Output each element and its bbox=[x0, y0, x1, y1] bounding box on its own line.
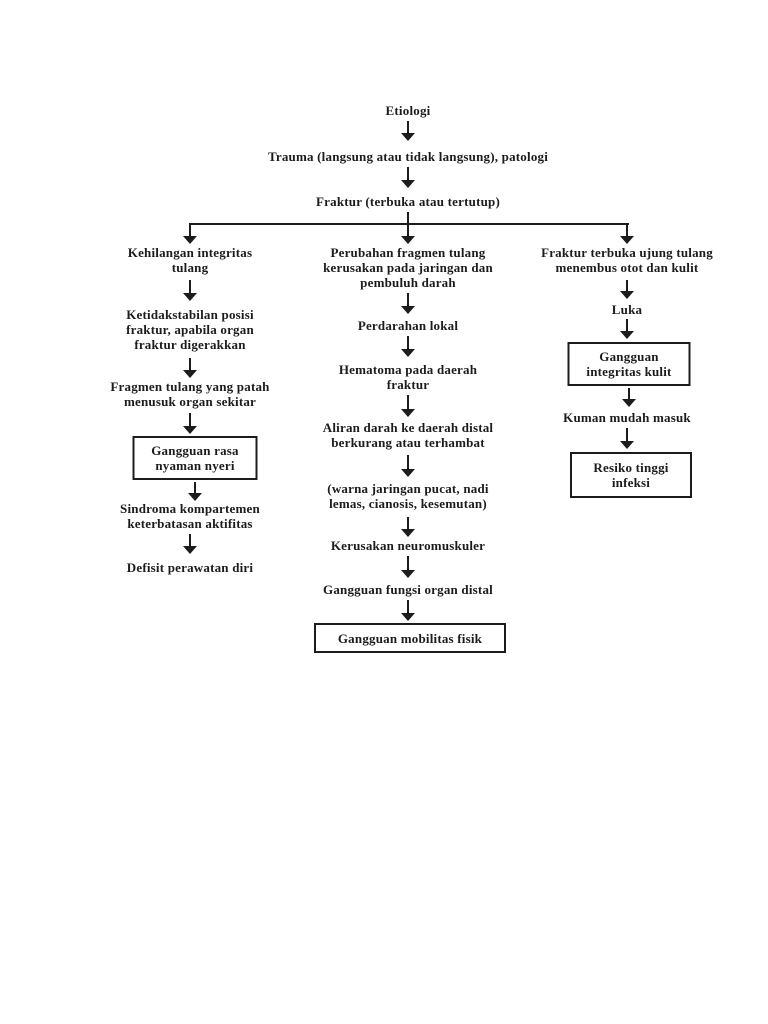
node-kerusakan-neuromuskuler: Kerusakan neuromuskuler bbox=[330, 538, 486, 553]
node-kehilangan-integritas: Kehilangan integritas tulang bbox=[127, 245, 253, 275]
node-perubahan-fragmen: Perubahan fragmen tulang kerusakan pada … bbox=[323, 245, 493, 290]
arrow-down bbox=[401, 556, 415, 578]
node-fraktur: Fraktur (terbuka atau tertutup) bbox=[316, 194, 500, 209]
arrow-down bbox=[401, 336, 415, 357]
arrow-down bbox=[401, 121, 415, 141]
arrow-down bbox=[183, 225, 197, 244]
arrow-down bbox=[620, 428, 634, 449]
arrow-down bbox=[183, 413, 197, 434]
arrow-down bbox=[401, 293, 415, 314]
arrow-down bbox=[620, 225, 634, 244]
node-trauma: Trauma (langsung atau tidak langsung), p… bbox=[267, 149, 549, 164]
node-sindroma-kompartemen: Sindroma kompartemen keterbatasan aktifi… bbox=[120, 501, 260, 531]
arrow-down bbox=[401, 225, 415, 244]
node-fraktur-terbuka: Fraktur terbuka ujung tulang menembus ot… bbox=[541, 245, 713, 275]
node-gangguan-mobilitas: Gangguan mobilitas fisik bbox=[314, 623, 506, 653]
arrow-down bbox=[620, 319, 634, 339]
node-fragmen-tulang: Fragmen tulang yang patah menusuk organ … bbox=[110, 379, 270, 409]
node-aliran-darah: Aliran darah ke daerah distal berkurang … bbox=[322, 420, 494, 450]
arrow-down bbox=[622, 388, 636, 407]
arrow-down bbox=[183, 534, 197, 554]
node-kuman-masuk: Kuman mudah masuk bbox=[563, 410, 691, 425]
node-luka: Luka bbox=[611, 302, 643, 317]
node-resiko-infeksi: Resiko tinggi infeksi bbox=[570, 452, 692, 498]
node-perdarahan-lokal: Perdarahan lokal bbox=[357, 318, 459, 333]
node-gangguan-integritas-kulit: Gangguan integritas kulit bbox=[567, 342, 691, 386]
arrow-down bbox=[183, 358, 197, 378]
arrow-down bbox=[401, 455, 415, 477]
arrow-down bbox=[620, 280, 634, 299]
node-gangguan-rasa-nyaman: Gangguan rasa nyaman nyeri bbox=[132, 436, 258, 480]
arrow-down bbox=[401, 600, 415, 621]
branch-horizontal-line bbox=[189, 223, 629, 225]
node-ketidakstabilan: Ketidakstabilan posisi fraktur, apabila … bbox=[126, 307, 254, 352]
arrow-down bbox=[401, 395, 415, 417]
arrow-down bbox=[183, 280, 197, 301]
node-hematoma: Hematoma pada daerah fraktur bbox=[338, 362, 478, 392]
node-warna-jaringan: (warna jaringan pucat, nadi lemas, ciano… bbox=[327, 481, 489, 511]
arrow-down bbox=[401, 167, 415, 188]
node-defisit-perawatan: Defisit perawatan diri bbox=[126, 560, 254, 575]
arrow-down bbox=[188, 482, 202, 501]
node-etiologi: Etiologi bbox=[385, 103, 431, 118]
arrow-down bbox=[401, 517, 415, 537]
branch-stub-line bbox=[407, 212, 409, 225]
node-gangguan-fungsi-distal: Gangguan fungsi organ distal bbox=[323, 582, 493, 597]
